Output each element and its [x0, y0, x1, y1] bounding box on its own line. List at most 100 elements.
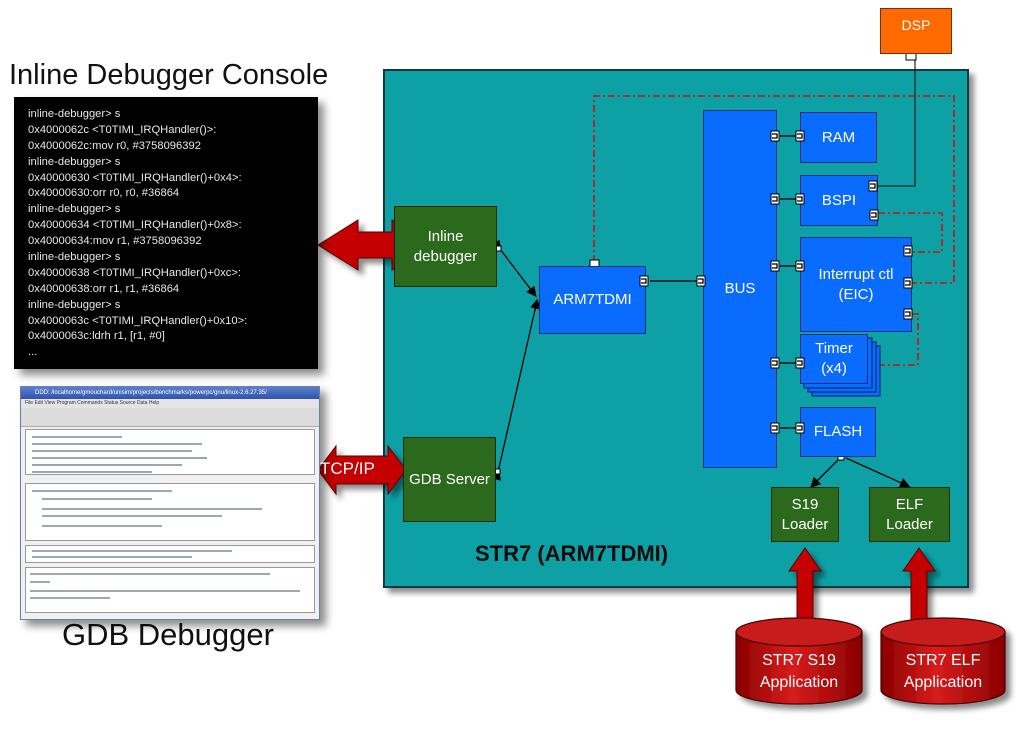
s19-db-label-1: STR7 S19: [762, 652, 836, 669]
port-tab-glyph: [905, 280, 911, 286]
port-tab: [795, 357, 805, 369]
link-arrows: [491, 239, 911, 488]
bspi-block[interactable]: BSPI: [800, 175, 878, 226]
gdb-menu-bar: File Edit View Program Commands Status S…: [21, 399, 319, 408]
elf-db-label-2: Application: [903, 674, 983, 691]
console-output: inline-debugger> s 0x4000062c <T0TIMI_IRQ…: [28, 107, 247, 361]
gdb-server-block[interactable]: GDB Server: [403, 437, 496, 522]
port-tab: [795, 193, 805, 205]
console-line: 0x4000063c <T0TIMI_IRQHandler()+0x10>:: [28, 314, 248, 327]
port-tab-glyph: [797, 360, 803, 366]
port-tab: [795, 130, 805, 142]
inline-debugger-label-1: Inline: [427, 227, 464, 245]
flash-block[interactable]: FLASH: [800, 407, 876, 457]
port-tab-glyph: [772, 263, 778, 269]
port-tab-glyph: [797, 263, 803, 269]
console-line: 0x40000630 <T0TIMI_IRQHandler()+0x4>:: [28, 171, 242, 184]
console-line: 0x4000063c:ldrh r1, [r1, #0]: [28, 330, 165, 343]
port-tab: [770, 260, 780, 272]
port-tab: [770, 422, 780, 434]
gdb-source-pane: [25, 483, 315, 541]
port-tab: [795, 260, 805, 272]
inline-debugger-block[interactable]: Inline debugger: [394, 206, 497, 287]
port-tab: [639, 275, 649, 287]
inline-debugger-label-2: debugger: [413, 247, 478, 265]
eic-label-2: (EIC): [838, 285, 874, 303]
gdb-title-bar: DDD: /localhome/gmouchard/unisim/project…: [21, 387, 319, 399]
console-line: 0x40000634 <T0TIMI_IRQHandler()+0x8>:: [28, 219, 242, 232]
console-line: 0x40000630:orr r0, r0, #36864: [28, 187, 180, 200]
elf-loader-block[interactable]: ELF Loader: [869, 487, 950, 542]
console-line: 0x40000638 <T0TIMI_IRQHandler()+0xc>:: [28, 266, 241, 279]
gdb-asm-pane: [25, 545, 315, 563]
port-tab-glyph: [797, 196, 803, 202]
port-tab-glyph: [870, 183, 876, 189]
console-line: inline-debugger> s: [28, 298, 121, 311]
arm7tdmi-label: ARM7TDMI: [553, 291, 632, 308]
bus-label: BUS: [724, 280, 756, 297]
port-tab-glyph: [772, 360, 778, 366]
console-title: Inline Debugger Console: [9, 59, 329, 91]
port-tab: [770, 130, 780, 142]
port-tab-glyph: [772, 196, 778, 202]
port-tab-glyph: [905, 248, 911, 254]
dsp-block[interactable]: DSP: [880, 8, 952, 54]
port-tab: [903, 277, 913, 289]
arm7tdmi-block[interactable]: ARM7TDMI: [539, 266, 646, 334]
port-tab: [696, 275, 706, 287]
port-tab: [903, 245, 913, 257]
console-line: inline-debugger> s: [28, 251, 121, 264]
elf-loader-label-1: ELF: [895, 495, 924, 513]
timer-label-1: Timer: [815, 340, 853, 357]
elf-database: [880, 617, 1006, 705]
irq-wires: [593, 95, 955, 366]
s19-loader-block[interactable]: S19 Loader: [771, 487, 839, 542]
console-line: 0x4000062c <T0TIMI_IRQHandler()>:: [28, 123, 217, 136]
gdb-server-label: GDB Server: [409, 470, 490, 488]
port-tab-glyph: [698, 278, 704, 284]
elf-loader-label-2: Loader: [886, 515, 933, 533]
console-line: inline-debugger> s: [28, 155, 121, 168]
port-tab: [868, 180, 878, 192]
port-tab-glyph: [797, 425, 803, 431]
port-tab-glyph: [797, 133, 803, 139]
dsp-bspi-wire: [878, 55, 916, 187]
console-line: inline-debugger> s: [28, 203, 121, 216]
eic-label-1: Interrupt ctl: [818, 265, 894, 283]
flash-label: FLASH: [813, 423, 863, 440]
console-line: 0x40000634:mov r1, #3758096392: [28, 235, 202, 248]
ram-label: RAM: [821, 128, 856, 146]
elf-db-label-1: STR7 ELF: [905, 652, 981, 669]
s19-loader-label-2: Loader: [781, 515, 829, 533]
s19-loader-label-1: S19: [791, 495, 819, 513]
console-line: 0x4000062c:mov r0, #3758096392: [28, 139, 201, 152]
port-tab: [869, 209, 879, 221]
gdb-console-pane: [25, 567, 315, 613]
port-tab-glyph: [641, 278, 647, 284]
console-line: 0x40000638:orr r1, r1, #36864: [28, 282, 180, 295]
console-line: inline-debugger> s: [28, 108, 121, 120]
gdb-data-pane: [25, 429, 315, 475]
inline-debugger-console[interactable]: inline-debugger> s 0x4000062c <T0TIMI_IRQ…: [14, 97, 318, 369]
console-line: ...: [28, 346, 38, 359]
elf-application-label: STR7 ELF Application: [882, 646, 1004, 698]
port-tab: [770, 357, 780, 369]
bus-block[interactable]: BUS: [703, 110, 777, 468]
interrupt-controller-block[interactable]: Interrupt ctl (EIC): [800, 237, 912, 332]
port-tab-glyph: [905, 311, 911, 317]
timer-label-2: (x4): [821, 360, 847, 377]
gdb-toolbar: [21, 408, 319, 427]
tcpip-label: TCP/IP: [320, 459, 375, 478]
port-tab-glyph: [871, 212, 877, 218]
port-tab: [903, 308, 913, 320]
dsp-label: DSP: [901, 17, 931, 33]
gdb-title: GDB Debugger: [62, 617, 274, 652]
port-tab: [795, 422, 805, 434]
port-tab: [770, 193, 780, 205]
chip-label: STR7 (ARM7TDMI): [475, 541, 669, 566]
port-tab-glyph: [772, 133, 778, 139]
gdb-debugger-window[interactable]: DDD: /localhome/gmouchard/unisim/project…: [20, 386, 320, 620]
ram-block[interactable]: RAM: [800, 112, 877, 163]
timer-block[interactable]: Timer (x4): [800, 334, 868, 384]
